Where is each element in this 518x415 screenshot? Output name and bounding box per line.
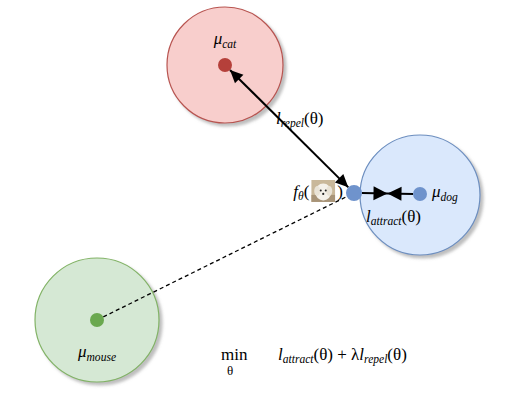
point-label: fθ() [293,180,343,204]
formula-operator: min [221,346,247,365]
embedding-point: fθ() [346,185,362,201]
dog-cluster [360,135,480,255]
loss-formula: lattract(θ) + λlrepel(θ) [278,346,407,367]
centroid-point: μdog [413,187,427,201]
centroid-point: μcat [218,58,232,72]
mouse-cluster [35,258,159,382]
connector [230,70,348,187]
edge-label: lattract(θ) [366,208,421,229]
point-label: μdog [432,183,458,204]
dog-photo [311,180,335,202]
point-label: μcat [214,30,237,51]
formula-variable: θ [227,364,233,378]
centroid-point: μmouse [90,313,104,327]
point-label: μmouse [78,343,116,364]
connector [103,197,347,317]
connector-layer [103,70,413,317]
edge-label: lrepel(θ) [276,110,324,131]
connector [362,186,413,200]
